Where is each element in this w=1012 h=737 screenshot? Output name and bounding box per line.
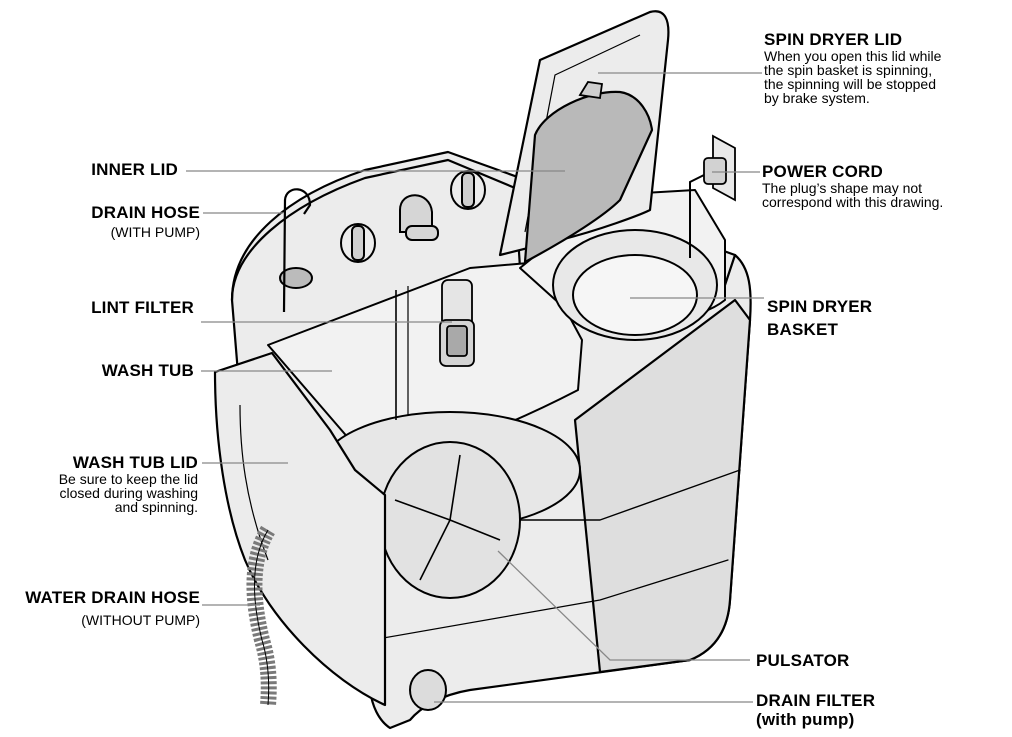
label-desc: the spin basket is spinning,	[764, 62, 933, 78]
inner-lid	[523, 90, 654, 264]
label-desc: Be sure to keep the lid	[58, 471, 198, 487]
label-sub: (WITHOUT PUMP)	[81, 612, 200, 628]
pulsator-blades	[394, 454, 501, 581]
base-front	[371, 559, 729, 641]
label-title: WASH TUB LID	[72, 453, 198, 472]
label-drain-filter: DRAIN FILTER (with pump)	[756, 691, 875, 729]
drain-hose-hook	[282, 188, 312, 313]
label-inner-lid: INNER LID	[91, 160, 178, 179]
label-desc: When you open this lid while	[764, 48, 942, 64]
label-wash-tub: WASH TUB	[102, 361, 194, 380]
label-title: WATER DRAIN HOSE	[25, 588, 200, 607]
label-title: INNER LID	[91, 160, 178, 179]
label-title: PULSATOR	[756, 651, 850, 670]
label-title: DRAIN FILTER	[756, 691, 876, 710]
label-desc: correspond with this drawing.	[762, 194, 944, 210]
label-title: WASH TUB	[101, 361, 194, 380]
label-desc: The plug’s shape may not	[762, 180, 923, 196]
drain-filter	[409, 669, 447, 711]
label-title: BASKET	[767, 320, 839, 339]
drain-hole	[279, 267, 313, 289]
label-desc: closed during washing	[59, 485, 198, 501]
label-sub: (WITH PUMP)	[110, 224, 200, 240]
label-title: DRAIN HOSE	[91, 203, 200, 222]
leader-pulsator	[497, 550, 750, 661]
label-desc: and spinning.	[114, 499, 198, 515]
label-title: SPIN DRYER	[767, 297, 873, 316]
top-deck	[230, 158, 737, 302]
power-cord	[689, 174, 705, 258]
label-title: LINT FILTER	[91, 298, 194, 317]
label-desc: by brake system.	[764, 90, 870, 106]
label-title: (with pump)	[756, 710, 855, 729]
label-pulsator: PULSATOR	[756, 651, 850, 670]
power-plug	[703, 157, 727, 185]
label-desc: the spinning will be stopped	[764, 76, 937, 92]
label-lint-filter: LINT FILTER	[91, 298, 194, 317]
label-drain-hose: DRAIN HOSE (WITH PUMP)	[91, 203, 200, 239]
label-power-cord: POWER CORD The plug’s shape may not corr…	[762, 162, 943, 209]
label-title: SPIN DRYER LID	[764, 30, 903, 49]
label-water-drain-hose: WATER DRAIN HOSE (WITHOUT PUMP)	[25, 588, 200, 627]
label-wash-tub-lid: WASH TUB LID Be sure to keep the lid clo…	[59, 453, 198, 514]
label-spin-dryer-basket: SPIN DRYER BASKET	[767, 297, 872, 339]
label-title: POWER CORD	[762, 162, 883, 181]
label-spin-dryer-lid: SPIN DRYER LID When you open this lid wh…	[764, 30, 941, 105]
